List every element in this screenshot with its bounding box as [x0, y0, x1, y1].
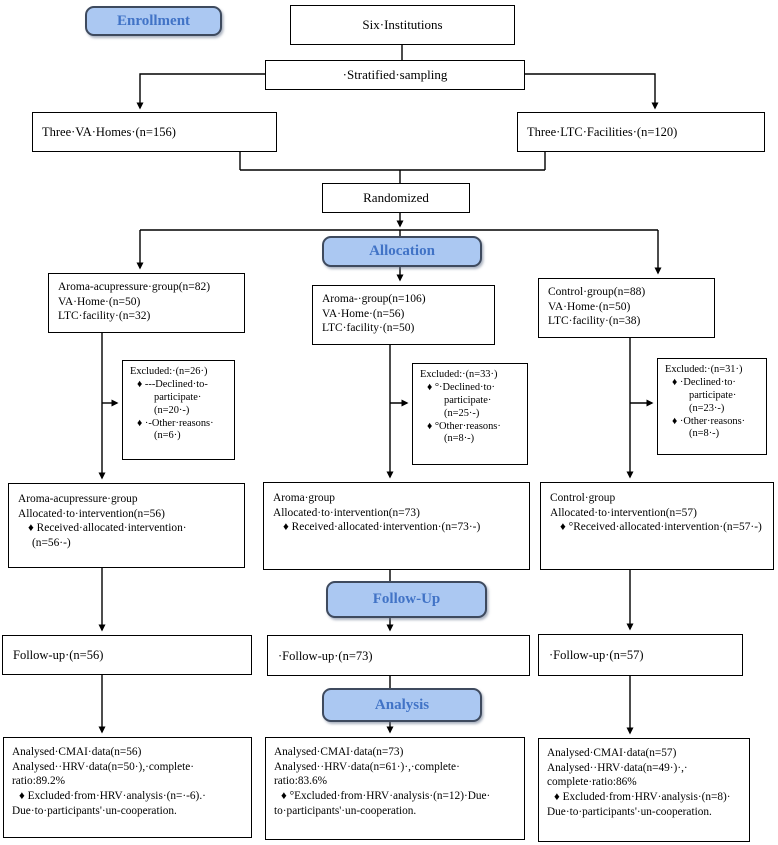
text-line: ♦ °Other·reasons·	[427, 420, 501, 432]
text-line: ♦ ·Declined·to·	[672, 376, 736, 388]
text-line: ♦ ·-Other·reasons·	[137, 417, 214, 429]
stage-label-analysis: Analysis	[322, 688, 482, 722]
text-line: Analysed·CMAI·data(n=56)	[12, 746, 142, 758]
text-line: Allocated·to·intervention(n=56)	[18, 507, 165, 520]
text-line: (n=25·-)	[444, 407, 480, 419]
text-line: LTC·facility·(n=32)	[58, 310, 151, 323]
text-line: Three·LTC·Facilities·(n=120)	[527, 125, 678, 139]
ltc-facilities-box: Three·LTC·Facilities·(n=120)	[517, 112, 765, 152]
text-line: participate·	[444, 394, 492, 406]
text-line: Due·to·participants'·un-cooperation.	[12, 804, 177, 817]
text-line: (n=56·-)	[32, 536, 71, 549]
control-group-box: Control·group(n=88) VA·Home·(n=50) LTC·f…	[538, 278, 715, 338]
follow-up-middle-box: ·Follow-up·(n=73)	[267, 635, 530, 676]
excluded-left-box: Excluded:·(n=26·) ♦ ---Declined·to- part…	[122, 360, 235, 460]
text-line: ♦ ·Other·reasons·	[672, 415, 746, 427]
stratified-sampling-box: ·Stratified·sampling	[265, 60, 525, 90]
text-line: Allocated·to·intervention(n=57)	[550, 506, 697, 519]
text-line: Control·group	[550, 492, 616, 504]
text-line: ♦ Excluded·from·HRV·analysis·(n=8)·	[554, 791, 731, 804]
stage-label-enrollment: Enrollment	[85, 6, 222, 36]
text-line: (n=8·-)	[444, 433, 475, 445]
text-line: Excluded:·(n=33·)	[420, 369, 498, 380]
stage-label-allocation: Allocation	[322, 236, 482, 267]
text-line: Aroma-·group(n=106)	[322, 293, 426, 305]
six-institutions-box: Six·Institutions	[290, 5, 515, 45]
text-line: VA·Home·(n=50)	[548, 300, 631, 313]
follow-up-right-box: ·Follow-up·(n=57)	[538, 634, 743, 676]
text-line: VA·Home·(n=56)	[322, 307, 405, 320]
excluded-right-box: Excluded:·(n=31·) ♦ ·Declined·to· partic…	[657, 358, 767, 455]
follow-up-left-box: Follow-up·(n=56)	[2, 635, 252, 675]
text-line: ·Follow-up·(n=57)	[549, 648, 644, 662]
text-line: Aroma-acupressure·group(n=82)	[58, 281, 211, 293]
analysis-middle-box: Analysed·CMAI·data(n=73) Analysed··HRV·d…	[265, 737, 525, 840]
text-line: ·Follow-up·(n=73)	[278, 648, 373, 663]
aroma-group-box: Aroma-·group(n=106) VA·Home·(n=56) LTC·f…	[312, 285, 495, 345]
analysis-left-box: Analysed·CMAI·data(n=56) Analysed··HRV·d…	[3, 737, 252, 838]
text-line: ratio:83.6%	[274, 775, 328, 788]
text-line: Analysed·CMAI·data(n=57)	[547, 747, 677, 759]
stage-label-follow-up: Follow-Up	[326, 581, 487, 618]
text-line: Due·to·participants'·un-cooperation.	[547, 805, 712, 818]
text-line: ratio:89.2%	[12, 775, 66, 788]
text-line: complete·ratio:86%	[547, 776, 637, 789]
text-line: ♦ Received·allocated·intervention·(n=73·…	[283, 521, 481, 534]
intervention-aroma-acupressure-box: Aroma-acupressure·group Allocated·to·int…	[8, 483, 245, 568]
text-line: ♦ °·Declined·to·	[427, 381, 496, 393]
text-line: to·participants'·un-cooperation.	[274, 804, 417, 817]
intervention-control-box: Control·group Allocated·to·intervention(…	[540, 482, 774, 570]
text-line: ♦ Received·allocated·intervention·	[28, 522, 187, 535]
text-line: Analysed··HRV·data(n=49·)·,·	[547, 761, 688, 774]
excluded-middle-box: Excluded:·(n=33·) ♦ °·Declined·to· parti…	[412, 363, 528, 465]
text-line: Three·VA·Homes·(n=156)	[42, 125, 176, 139]
analysis-right-box: Analysed·CMAI·data(n=57) Analysed··HRV·d…	[538, 738, 750, 842]
text-line: VA·Home·(n=50)	[58, 295, 141, 308]
text-line: LTC·facility·(n=50)	[322, 322, 415, 335]
randomized-box: Randomized	[322, 183, 470, 213]
text-line: Follow-up·(n=56)	[13, 648, 104, 662]
text-line: Excluded:·(n=31·)	[665, 364, 743, 375]
text-line: Allocated·to·intervention(n=73)	[273, 506, 420, 519]
text-line: ♦ °Excluded·from·HRV·analysis·(n=12)·Due…	[281, 790, 491, 803]
text-line: ♦ ---Declined·to-	[137, 378, 208, 390]
text-line: participate·	[689, 389, 737, 401]
text-line: Aroma·group	[273, 492, 335, 504]
text-line: ♦ Excluded·from·HRV·analysis·(n=·-6).·	[19, 790, 206, 803]
text-line: (n=20·-)	[154, 404, 190, 416]
text-line: ♦ °Received·allocated·intervention·(n=57…	[560, 521, 762, 534]
va-homes-box: Three·VA·Homes·(n=156)	[32, 112, 277, 152]
text-line: Control·group(n=88)	[548, 286, 646, 298]
text-line: LTC·facility·(n=38)	[548, 315, 641, 328]
intervention-aroma-box: Aroma·group Allocated·to·intervention(n=…	[263, 482, 530, 570]
text-line: participate·	[154, 391, 202, 403]
aroma-acupressure-group-box: Aroma-acupressure·group(n=82) VA·Home·(n…	[48, 273, 245, 333]
text-line: (n=6·)	[154, 430, 181, 442]
text-line: Excluded:·(n=26·)	[130, 366, 208, 377]
text-line: (n=23·-)	[689, 402, 725, 414]
text-line: Analysed·CMAI·data(n=73)	[274, 746, 404, 758]
text-line: (n=8·-)	[689, 428, 720, 440]
text-line: Analysed··HRV·data(n=61·)·,·complete·	[274, 760, 460, 773]
text-line: Aroma-acupressure·group	[18, 493, 138, 505]
text-line: Analysed··HRV·data(n=50·),·complete·	[12, 760, 195, 773]
